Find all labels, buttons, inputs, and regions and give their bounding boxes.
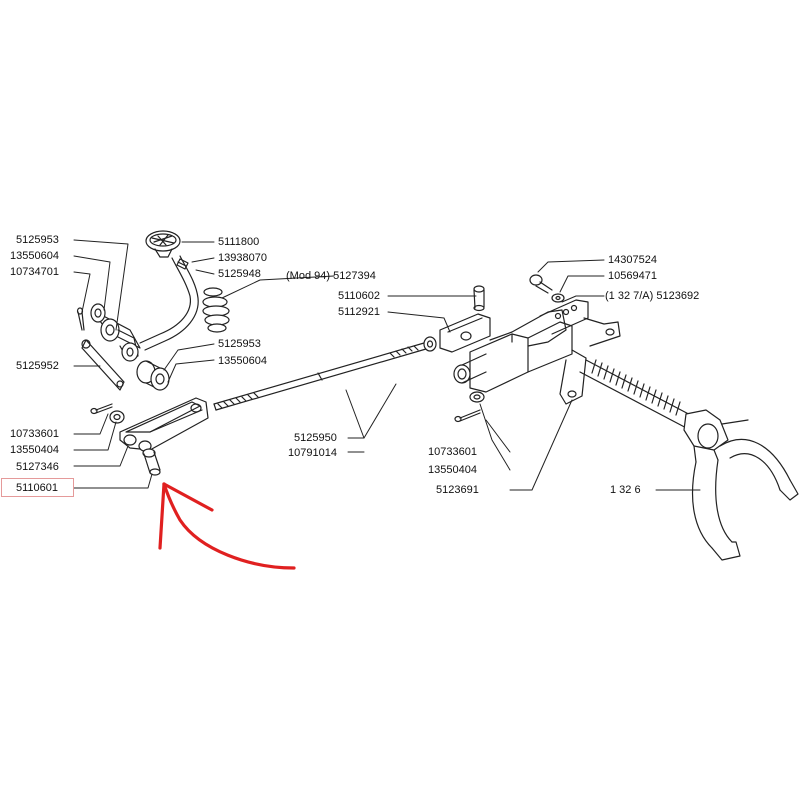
split-pin-lower [90, 403, 113, 415]
label-13550404-right: 13550404 [428, 464, 477, 476]
label-13550604-left: 13550604 [10, 250, 59, 262]
selector-housing [453, 299, 621, 405]
label-13550604-right: 13550604 [218, 355, 267, 367]
shift-fork [683, 409, 799, 561]
nut-10791014 [423, 336, 437, 352]
long-rod-5125950 [213, 342, 427, 411]
highlight-box [1, 478, 74, 497]
label-10734701: 10734701 [10, 266, 59, 278]
label-14307524: 14307524 [608, 254, 657, 266]
label-1327a-5123692: (1 32 7/A) 5123692 [605, 290, 700, 302]
label-1-32-6: 1 32 6 [610, 484, 641, 496]
washer-right [469, 391, 485, 403]
label-5110602: 5110602 [338, 290, 381, 302]
label-5125948: 5125948 [218, 268, 261, 280]
washer-lower [109, 410, 125, 424]
label-10733601-right: 10733601 [428, 446, 477, 458]
pivot-shaft [90, 303, 141, 362]
bolt-14307524 [529, 274, 553, 294]
washer-10569471 [551, 293, 565, 303]
label-10733601-left: 10733601 [10, 428, 59, 440]
label-5125953-right: 5125953 [218, 338, 261, 350]
bushing-pair-right [136, 360, 170, 391]
label-5112921: 5112921 [338, 306, 381, 318]
lever-5125952 [81, 339, 125, 391]
highlight-arrow [158, 482, 296, 570]
pin-5110602 [473, 285, 485, 312]
label-5125950: 5125950 [294, 432, 337, 444]
pivot-pin-5110601 [142, 448, 161, 476]
split-pin-right [454, 409, 481, 423]
split-pin-left [76, 307, 85, 331]
label-5111800: 5111800 [218, 236, 260, 248]
pedal-arm [139, 255, 199, 351]
pedal-pad [145, 230, 181, 258]
label-13550404-left: 13550404 [10, 444, 59, 456]
label-5123691: 5123691 [436, 484, 479, 496]
label-5125952: 5125952 [16, 360, 59, 372]
fork-lever-5127346 [119, 397, 209, 452]
label-13938070: 13938070 [218, 252, 267, 264]
label-5110601: 5110601 [16, 482, 59, 494]
rubber-boot [202, 287, 230, 333]
label-10569471: 10569471 [608, 270, 657, 282]
threaded-shaft [579, 359, 701, 433]
label-10791014: 10791014 [288, 447, 337, 459]
label-mod94-5127394: (Mod 94) 5127394 [286, 270, 376, 282]
label-5127346: 5127346 [16, 461, 59, 473]
leader-lines [73, 239, 701, 491]
label-5125953-left: 5125953 [16, 234, 59, 246]
clevis-5112921 [439, 313, 491, 353]
